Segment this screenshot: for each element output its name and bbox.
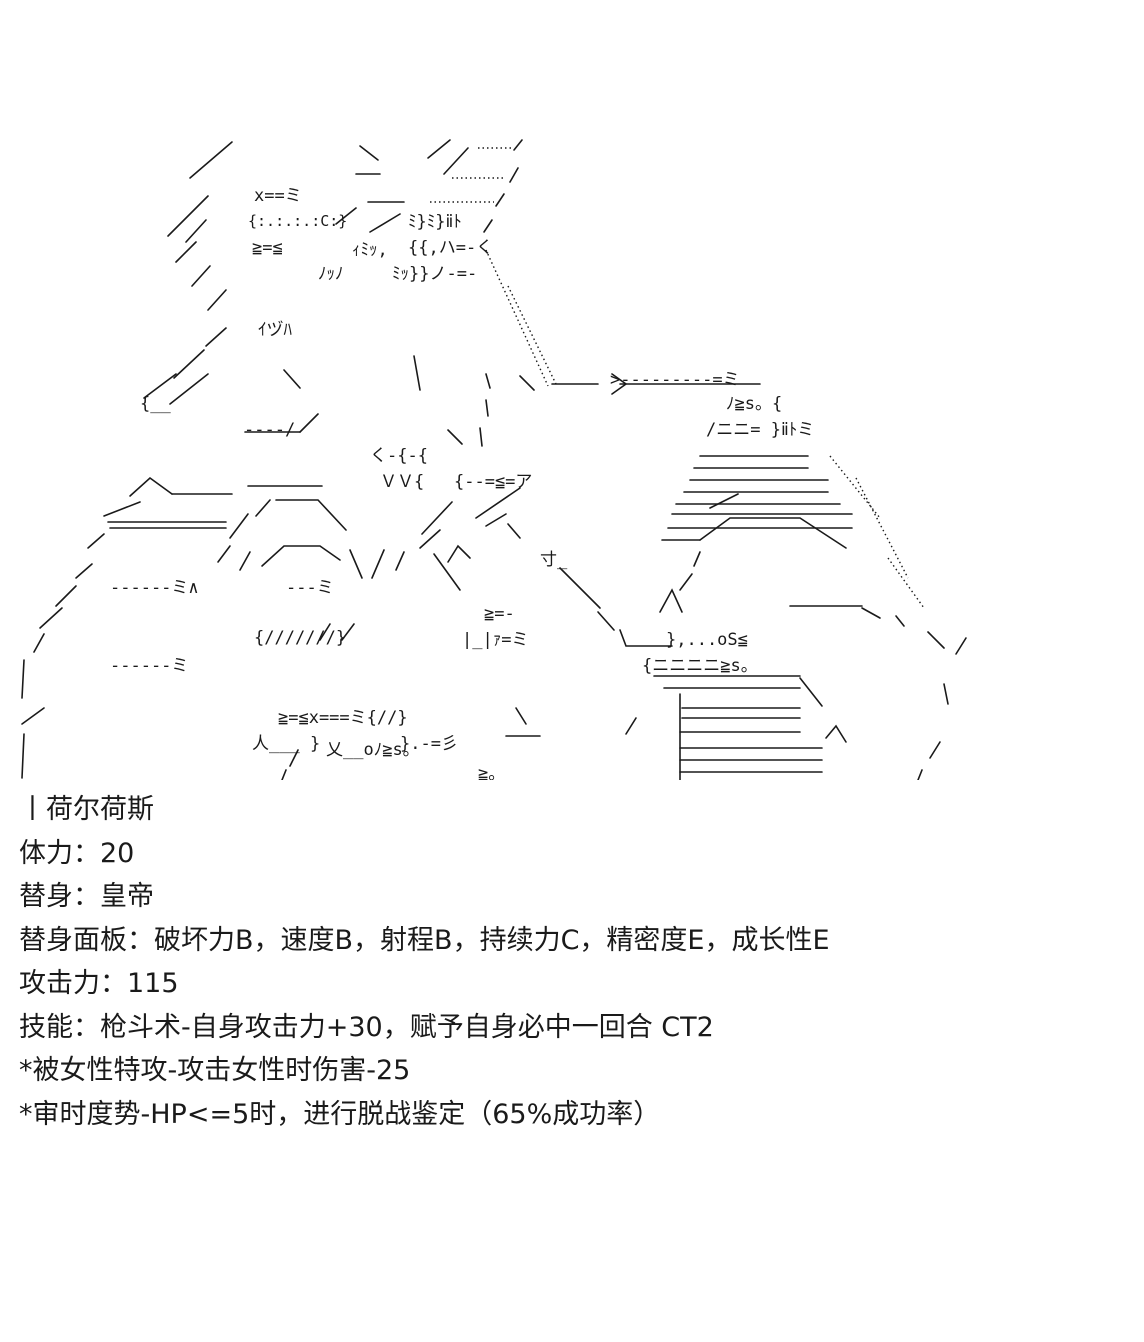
attack-stat: 攻击力：115 <box>19 968 179 999</box>
ascii-fragment: ------ミ∧ <box>110 578 199 598</box>
ascii-fragment: {{,ハ=-く <box>408 238 494 258</box>
ascii-fragment: ------ミ <box>110 656 189 676</box>
ascii-fragment: /ニニ= }ⅱﾄミ <box>706 420 815 440</box>
character-name: 丨荷尔荷斯 <box>19 794 154 825</box>
ascii-fragment: ﾐ}ﾐ}ⅱﾄ <box>408 212 462 232</box>
ascii-fragment: ＶＶ{ <box>380 472 425 492</box>
ascii-fragment: 乂__oﾉ≧s。 <box>326 740 420 760</box>
stand-panel: 替身面板：破坏力B，速度B，射程B，持续力C，精密度E，成长性E <box>19 924 830 956</box>
ascii-fragment: ≧=≦ <box>252 238 283 258</box>
ascii-fragment: ≧。 <box>478 764 506 781</box>
hp-stat: 体力：20 <box>19 837 135 869</box>
ascii-fragment: ---ミ <box>286 578 334 598</box>
ascii-fragment: }.-=彡 <box>400 734 458 754</box>
ascii-fragment: ﾉｯﾉ <box>318 264 344 284</box>
ascii-fragment: ----/ <box>244 420 296 440</box>
character-stat-block: 丨荷尔荷斯 体力：20 替身：皇帝 替身面板：破坏力B，速度B，射程B，持续力C… <box>19 788 1129 1136</box>
ascii-fragment: {ニニニニ≧s。 <box>642 656 758 676</box>
ascii-art-strokes <box>21 139 967 780</box>
ascii-fragment: |_|ｧ=ミ <box>462 630 529 650</box>
ascii-fragment: {///////} <box>254 628 347 648</box>
passive-trait: *审时度势-HP<=5时，进行脱战鉴定（65%成功率） <box>19 1098 661 1130</box>
ascii-fragment: },...oS≦ <box>666 630 748 650</box>
skill-description: 技能：枪斗术-自身攻击力+30，赋予自身必中一回合 CT2 <box>19 1011 714 1043</box>
ascii-fragment: ｲヅﾊ <box>258 320 292 340</box>
ascii-art-illustration: x==ミ {:.:.:.:C:} ≧=≦ ﾐ}ﾐ}ⅱﾄ ｨﾐｯ, {{,ハ=-く… <box>0 138 1144 780</box>
ascii-fragment: ≧=- <box>484 604 515 624</box>
ascii-fragment: >---------=ミ <box>610 370 740 390</box>
ascii-fragment: {--=≦=ア <box>454 472 533 492</box>
ascii-fragment: 寸_ <box>540 550 568 570</box>
ascii-fragment: ﾐｯ}}ノ-=- <box>392 264 478 284</box>
ascii-fragment: 人___ } <box>252 734 321 754</box>
ascii-fragment: く-{-{ <box>370 446 428 466</box>
ascii-fragment: x==ミ <box>254 186 302 206</box>
ascii-fragment: ｨﾐｯ, <box>352 240 388 260</box>
ascii-fragment: {__ <box>140 394 171 414</box>
ascii-art-text: x==ミ {:.:.:.:C:} ≧=≦ ﾐ}ﾐ}ⅱﾄ ｨﾐｯ, {{,ハ=-く… <box>0 138 1144 781</box>
ascii-fragment: {:.:.:.:C:} <box>248 212 348 230</box>
ascii-fragment: ≧=≦x===ミ{//} <box>278 708 408 728</box>
ascii-fragment: ﾉ≧s。{ <box>726 394 783 414</box>
stand-name: 替身：皇帝 <box>19 881 154 912</box>
passive-trait: *被女性特攻-攻击女性时伤害-25 <box>19 1055 411 1086</box>
